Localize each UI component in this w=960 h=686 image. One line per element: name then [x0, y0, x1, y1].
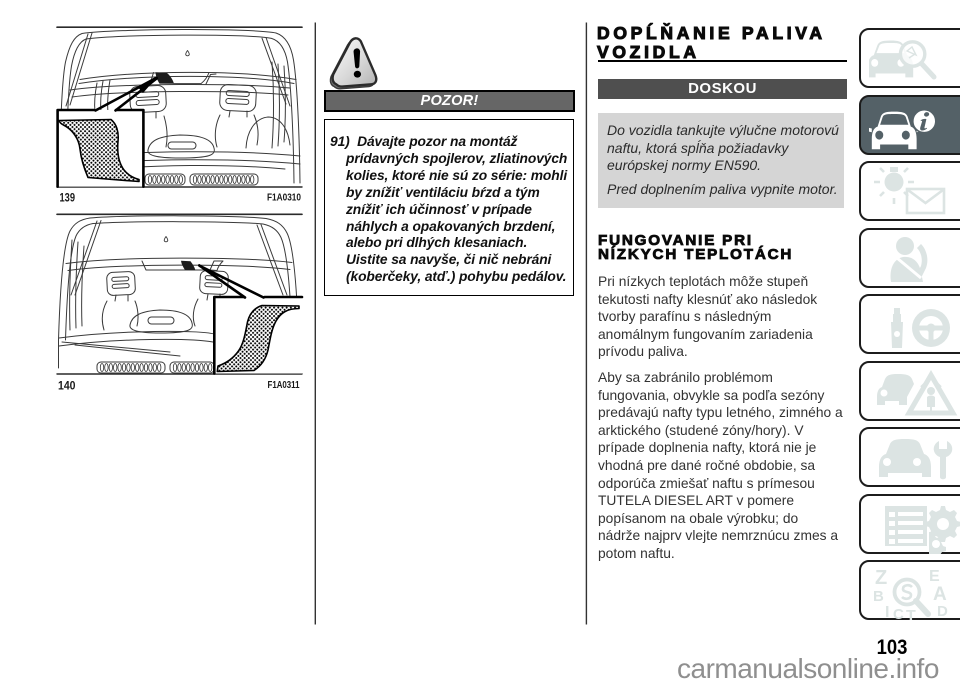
svg-text:F1A0311: F1A0311 — [268, 379, 300, 391]
svg-text:E: E — [929, 568, 940, 585]
svg-text:C: C — [893, 606, 904, 620]
svg-text:I: I — [885, 604, 889, 620]
svg-text:140: 140 — [58, 379, 76, 393]
svg-text:D: D — [937, 603, 948, 620]
svg-text:Z: Z — [875, 567, 887, 589]
svg-text:B: B — [873, 588, 884, 605]
svg-text:T: T — [906, 608, 916, 620]
svg-text:139: 139 — [60, 191, 76, 205]
svg-text:A: A — [933, 584, 947, 605]
svg-text:F1A0310: F1A0310 — [267, 192, 301, 204]
